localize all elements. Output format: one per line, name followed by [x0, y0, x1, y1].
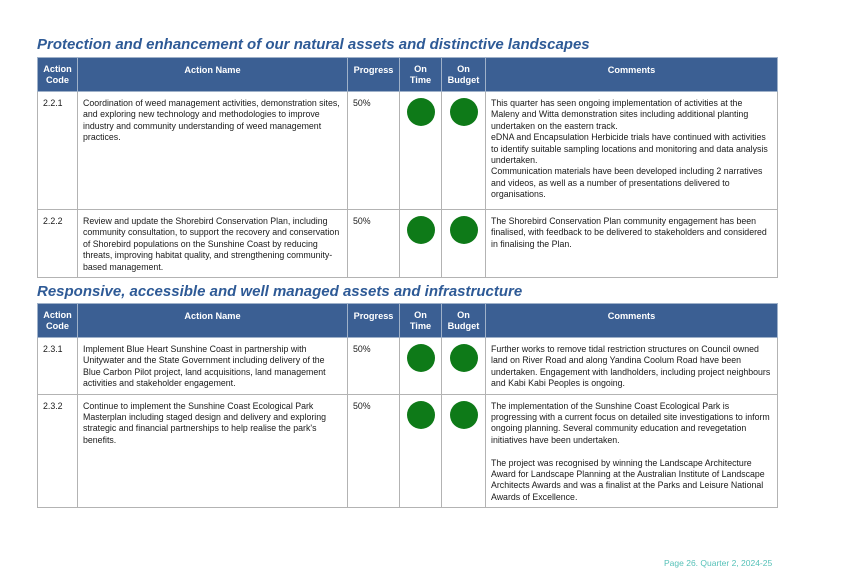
comment-text: The implementation of the Sunshine Coast… [491, 400, 770, 445]
on-time-status-indicator [406, 344, 435, 372]
comments-cell: This quarter has seen ongoing implementa… [485, 91, 778, 210]
actions-table: Action Code Action Name Progress On Time… [37, 303, 778, 509]
header-action-name: Action Name [77, 57, 348, 92]
comment-spacer [491, 446, 772, 457]
action-name: Review and update the Shorebird Conserva… [77, 208, 348, 279]
table-row: 2.3.2 Continue to implement the Sunshine… [37, 393, 778, 509]
comments-cell: Further works to remove tidal restrictio… [485, 337, 778, 395]
progress-value: 50% [347, 337, 400, 395]
action-name: Implement Blue Heart Sunshine Coast in p… [77, 337, 348, 395]
on-budget-status-indicator [449, 98, 478, 126]
action-code: 2.2.2 [37, 208, 78, 279]
on-time-status-indicator [406, 98, 435, 126]
header-on-time: On Time [399, 303, 442, 338]
progress-value: 50% [347, 393, 400, 509]
header-action-name: Action Name [77, 303, 348, 338]
on-budget-status-indicator [449, 344, 478, 372]
comment-text: The Shorebird Conservation Plan communit… [491, 216, 767, 249]
header-action-code: Action Code [37, 303, 78, 338]
comment-text: Further works to remove tidal restrictio… [491, 344, 771, 389]
progress-value: 50% [347, 91, 400, 210]
header-on-time: On Time [399, 57, 442, 92]
header-action-code: Action Code [37, 57, 78, 92]
page-footer: Page 26. Quarter 2, 2024-25 [664, 558, 773, 568]
table-row: 2.3.1 Implement Blue Heart Sunshine Coas… [37, 337, 778, 395]
action-name: Coordination of weed management activiti… [77, 91, 348, 210]
on-time-status-indicator [406, 216, 435, 244]
header-progress: Progress [347, 303, 400, 338]
comments-cell: The implementation of the Sunshine Coast… [485, 393, 778, 509]
on-time-status-indicator [406, 400, 435, 429]
comment-text: This quarter has seen ongoing implementa… [491, 98, 749, 131]
section-title: Protection and enhancement of our natura… [37, 36, 590, 53]
header-comments: Comments [485, 57, 778, 92]
action-code: 2.3.2 [37, 393, 78, 509]
actions-table: Action Code Action Name Progress On Time… [37, 57, 778, 279]
progress-value: 50% [347, 208, 400, 279]
table-header-row: Action Code Action Name Progress On Time… [37, 57, 778, 92]
header-progress: Progress [347, 57, 400, 92]
action-name: Continue to implement the Sunshine Coast… [77, 393, 348, 509]
action-code: 2.3.1 [37, 337, 78, 395]
action-code: 2.2.1 [37, 91, 78, 210]
section-title: Responsive, accessible and well managed … [37, 283, 523, 300]
comment-text: Communication materials have been develo… [491, 166, 763, 200]
comment-text: The project was recognised by winning th… [491, 457, 765, 502]
header-on-budget: On Budget [441, 303, 486, 338]
comments-cell: The Shorebird Conservation Plan communit… [485, 208, 778, 279]
table-header-row: Action Code Action Name Progress On Time… [37, 303, 778, 338]
header-on-budget: On Budget [441, 57, 486, 92]
on-budget-status-indicator [449, 216, 478, 244]
header-comments: Comments [485, 303, 778, 338]
table-row: 2.2.1 Coordination of weed management ac… [37, 91, 778, 210]
table-row: 2.2.2 Review and update the Shorebird Co… [37, 208, 778, 279]
on-budget-status-indicator [449, 400, 478, 429]
comment-text: eDNA and Encapsulation Herbicide trials … [491, 132, 768, 166]
